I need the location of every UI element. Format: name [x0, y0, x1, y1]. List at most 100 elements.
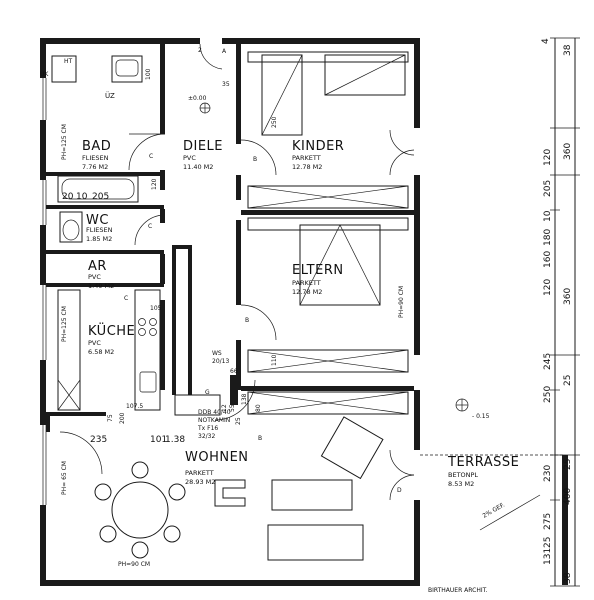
dim-200: 200 — [119, 412, 126, 424]
marker-g: G — [205, 389, 210, 396]
dim-right-2: 360 — [563, 143, 573, 160]
right-dimension-texts: 4 38 360 205 120 10 180 120 160 360 245 … — [541, 38, 573, 584]
marker-c2: C — [148, 223, 152, 230]
dim-66: 66 — [230, 368, 238, 375]
beds — [261, 54, 406, 306]
dimension-chain-right — [550, 37, 580, 587]
dim-138: 1.38 — [165, 435, 185, 445]
dim-right-5: 10 — [543, 210, 553, 222]
room-ar-floor: PVC — [88, 273, 101, 281]
room-ar: AR PVC 1.49 M2 — [88, 259, 114, 290]
dim-35: 35 — [222, 81, 230, 88]
terrace-outline — [199, 102, 568, 585]
room-bad-name: BAD — [82, 139, 111, 154]
dim-2010: 20 — [62, 192, 74, 202]
dim-right-16: 400 — [563, 488, 573, 505]
room-kueche-area: 6.58 M2 — [88, 348, 114, 356]
dim-55: 55 — [229, 404, 236, 412]
room-diele-floor: PVC — [183, 154, 196, 162]
dim-right-19: 38 — [563, 572, 573, 584]
marker-c1: C — [149, 153, 153, 160]
room-terrasse-name: TERRASSE — [447, 455, 519, 470]
room-wohnen: WOHNEN PARKETT 28.93 M2 — [185, 450, 248, 486]
dim-110: 110 — [271, 354, 278, 366]
dim-right-12: 250 — [543, 386, 553, 403]
ht-label: HT — [64, 58, 73, 65]
dim-75: 75 — [107, 414, 114, 422]
marker-d: D — [397, 487, 402, 494]
room-wc-area: 1.85 M2 — [86, 235, 112, 243]
room-kinder-area: 12.78 M2 — [292, 163, 322, 171]
dim-25a: 25 — [235, 417, 242, 425]
dim-right-15: 275 — [543, 513, 553, 530]
misc-labels: PH=125 CM PH=125 CM PH= 65 CM PH=90 CM P… — [40, 48, 506, 594]
room-eltern-name: ELTERN — [292, 263, 344, 278]
bathroom-fixtures — [51, 55, 143, 243]
room-terrasse-floor: BETONPL — [448, 471, 478, 479]
room-kueche-name: KÜCHE — [88, 322, 135, 339]
dim-120a: 120 — [151, 178, 158, 190]
dim-right-4: 120 — [543, 149, 553, 166]
marker-b1: B — [253, 156, 257, 163]
dim-right-3: 205 — [543, 180, 553, 197]
room-bad: BAD FLIESEN 7.76 M2 — [82, 139, 111, 171]
ph-kueche-label: PH=125 CM — [61, 306, 68, 342]
terrace-level-label: - 0.15 — [472, 413, 490, 420]
ph-wohnen-bottom-label: PH=90 CM — [118, 561, 150, 568]
dim-right-1: 38 — [563, 44, 573, 56]
kamin-label: Tx F16 — [197, 425, 218, 432]
room-eltern-area: 12.78 M2 — [292, 288, 322, 296]
ddb-label: DDB 40/40 — [198, 409, 231, 416]
level-label: ±0.00 — [188, 95, 207, 102]
dim-100: 100 — [145, 68, 152, 80]
room-wc-name: WC — [86, 213, 109, 228]
room-wc-floor: FLIESEN — [86, 226, 113, 234]
dim-250a: 250 — [271, 116, 278, 128]
room-ar-name: AR — [88, 259, 107, 274]
outer-walls — [40, 38, 420, 586]
dim-right-7: 120 — [543, 279, 553, 296]
uk-label: UK — [40, 71, 49, 78]
room-wohnen-floor: PARKETT — [185, 469, 214, 477]
dim-101: 101 — [150, 435, 167, 445]
ws-size-label: 20/13 — [212, 358, 229, 365]
dim-right-11: 25 — [563, 375, 573, 386]
dim-right-17: 25 — [543, 537, 553, 548]
room-diele-name: DIELE — [183, 139, 223, 154]
room-diele-area: 11.40 M2 — [183, 163, 213, 171]
living-furniture — [174, 394, 384, 561]
room-bad-floor: FLIESEN — [82, 154, 109, 162]
room-wc: WC FLIESEN 1.85 M2 — [86, 213, 113, 243]
kitchen-fixtures — [57, 289, 161, 411]
room-ar-area: 1.49 M2 — [88, 282, 114, 290]
dim-105: 105 — [150, 305, 162, 312]
ws-label: WS — [212, 350, 222, 357]
ph-bad-label: PH=125 CM — [61, 124, 68, 160]
room-diele: DIELE PVC 11.40 M2 — [183, 139, 223, 171]
marker-c3: C — [124, 295, 128, 302]
dim-1075: 107.5 — [126, 403, 143, 410]
room-terrasse-area: 8.53 M2 — [448, 480, 474, 488]
dim-right-8: 160 — [543, 251, 553, 268]
ph-wohnen-left-label: PH= 65 CM — [61, 461, 68, 495]
room-kueche: KÜCHE PVC 6.58 M2 — [88, 322, 135, 356]
marker-b2: B — [245, 317, 249, 324]
kamin-size-label: 32/32 — [198, 433, 215, 440]
dim-right-14: 25 — [563, 459, 573, 470]
marker-a: A — [222, 48, 227, 55]
dim-80: 80 — [255, 404, 262, 412]
dim-right-6: 180 — [543, 229, 553, 246]
room-kinder-floor: PARKETT — [292, 154, 321, 162]
dim-right-9: 360 — [563, 288, 573, 305]
dim-2: 2 — [198, 47, 202, 54]
interior-walls — [46, 44, 414, 432]
marker-b3: B — [258, 435, 262, 442]
room-kueche-floor: PVC — [88, 339, 101, 347]
room-terrasse: TERRASSE BETONPL 8.53 M2 — [447, 455, 519, 488]
footer-label: BIRTHAUER ARCHIT. — [428, 587, 488, 594]
room-kinder: KINDER PARKETT 12.78 M2 — [292, 139, 344, 171]
uz-label: ÜZ — [105, 91, 115, 100]
interior-dimensions: 20 10 205 35 2 250 120 100 105 107.5 235… — [62, 47, 278, 445]
room-kinder-name: KINDER — [292, 139, 344, 154]
